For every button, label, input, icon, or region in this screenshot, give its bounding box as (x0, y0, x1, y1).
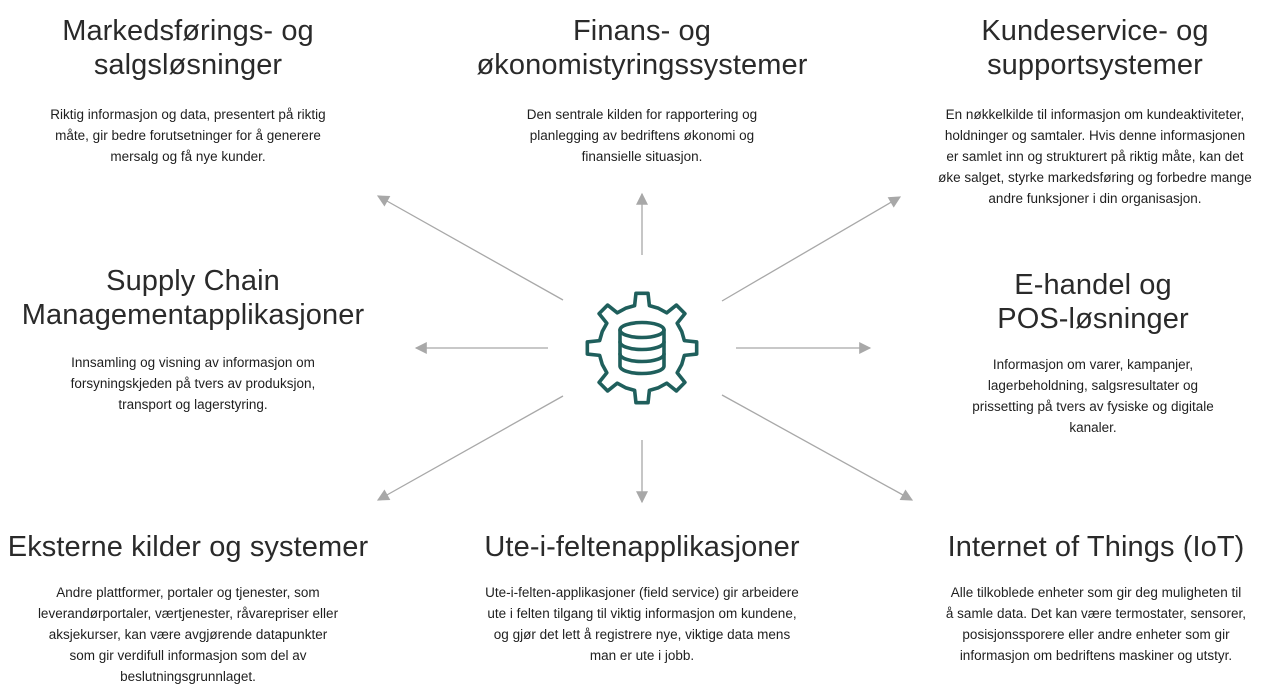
block-external-sources: Eksterne kilder og systemer Andre plattf… (2, 530, 374, 687)
block-iot: Internet of Things (IoT) Alle tilkoblede… (924, 530, 1268, 666)
block-title: E-handel og POS-løsninger (997, 269, 1189, 335)
block-title: Eksterne kilder og systemer (7, 531, 369, 563)
arrow-to-customer-service (721, 196, 902, 302)
block-description: Informasjon om varer, kampanjer, lagerbe… (972, 357, 1214, 435)
arrow-to-iot (721, 394, 914, 501)
block-ecommerce-pos: E-handel og POS-løsninger Informasjon om… (928, 268, 1258, 438)
block-description: Riktig informasjon og data, presentert p… (50, 107, 326, 164)
block-supply-chain: Supply Chain Managementapplikasjoner Inn… (10, 264, 376, 415)
block-field-service: Ute-i-feltenapplikasjoner Ute-i-felten-a… (452, 530, 832, 666)
block-description: En nøkkelkilde til informasjon om kundea… (938, 107, 1252, 206)
arrow-to-marketing (376, 195, 564, 301)
block-customer-service: Kundeservice- og supportsystemer En nøkk… (912, 14, 1278, 209)
block-title: Finans- og økonomistyringssystemer (476, 15, 808, 81)
block-description: Andre plattformer, portaler og tjenester… (37, 585, 339, 684)
gear-database-icon (585, 291, 699, 405)
block-description: Den sentrale kilden for rapportering og … (526, 107, 758, 164)
block-title: Markedsførings- og salgsløsninger (62, 15, 314, 81)
block-title: Supply Chain Managementapplikasjoner (21, 265, 365, 331)
block-marketing-sales: Markedsførings- og salgsløsninger Riktig… (18, 14, 358, 167)
block-description: Innsamling og visning av informasjon om … (70, 355, 316, 412)
block-title: Internet of Things (IoT) (947, 531, 1245, 563)
block-description: Ute-i-felten-applikasjoner (field servic… (485, 585, 799, 663)
block-finance: Finans- og økonomistyringssystemer Den s… (452, 14, 832, 167)
block-title: Kundeservice- og supportsystemer (981, 15, 1209, 81)
arrow-to-external-sources (376, 395, 564, 501)
block-title: Ute-i-feltenapplikasjoner (484, 531, 800, 563)
gear-outline (585, 291, 699, 405)
block-description: Alle tilkoblede enheter som gir deg muli… (945, 585, 1247, 663)
